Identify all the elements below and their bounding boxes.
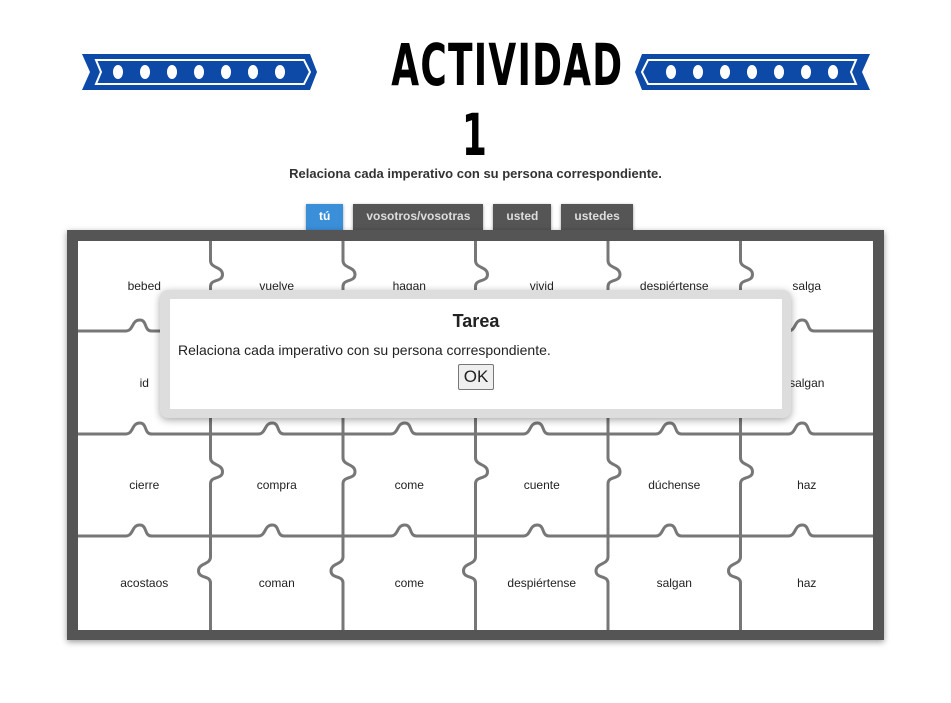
dialog-message: Relaciona cada imperativo con su persona… (178, 342, 551, 358)
puzzle-piece[interactable]: cierre (129, 478, 160, 492)
puzzle-piece[interactable]: haz (797, 478, 817, 492)
puzzle-piece[interactable]: hagan (392, 279, 426, 293)
puzzle-piece[interactable]: acostaos (120, 576, 169, 590)
puzzle-piece[interactable]: bebed (127, 279, 161, 293)
puzzle-piece[interactable]: haz (797, 576, 817, 590)
puzzle-piece[interactable]: despiértense (639, 279, 709, 293)
puzzle-piece[interactable]: id (139, 375, 149, 390)
tab-tu[interactable]: tú (306, 204, 344, 230)
puzzle-piece[interactable]: compra (256, 478, 297, 492)
task-dialog: Tarea Relaciona cada imperativo con su p… (160, 290, 791, 418)
instruction-text: Relaciona cada imperativo con su persona… (289, 166, 662, 181)
puzzle-piece[interactable]: dúchense (648, 478, 701, 492)
right-banner-decoration (635, 54, 870, 90)
puzzle-piece[interactable]: coman (258, 576, 295, 590)
tab-vosotros[interactable]: vosotros/vosotras (353, 204, 484, 230)
puzzle-piece[interactable]: vuelve (259, 279, 295, 293)
puzzle-piece[interactable]: salgan (789, 375, 825, 390)
puzzle-piece[interactable]: salgan (656, 576, 692, 590)
tab-ustedes[interactable]: ustedes (561, 204, 633, 230)
tab-usted[interactable]: usted (493, 204, 552, 230)
dialog-title: Tarea (452, 311, 500, 331)
tab-bar: tú vosotros/vosotras usted ustedes (306, 204, 633, 230)
page-title: ACTIVIDAD 1 (391, 31, 624, 169)
left-banner-decoration (82, 54, 317, 90)
puzzle-piece[interactable]: cuente (523, 478, 560, 492)
puzzle-piece[interactable]: come (394, 576, 424, 590)
puzzle-piece[interactable]: salga (792, 279, 822, 293)
puzzle-piece[interactable]: despiértense (507, 576, 577, 590)
puzzle-piece[interactable]: vivid (529, 279, 554, 293)
puzzle-piece[interactable]: come (394, 478, 424, 492)
ok-button[interactable]: OK (457, 364, 495, 390)
